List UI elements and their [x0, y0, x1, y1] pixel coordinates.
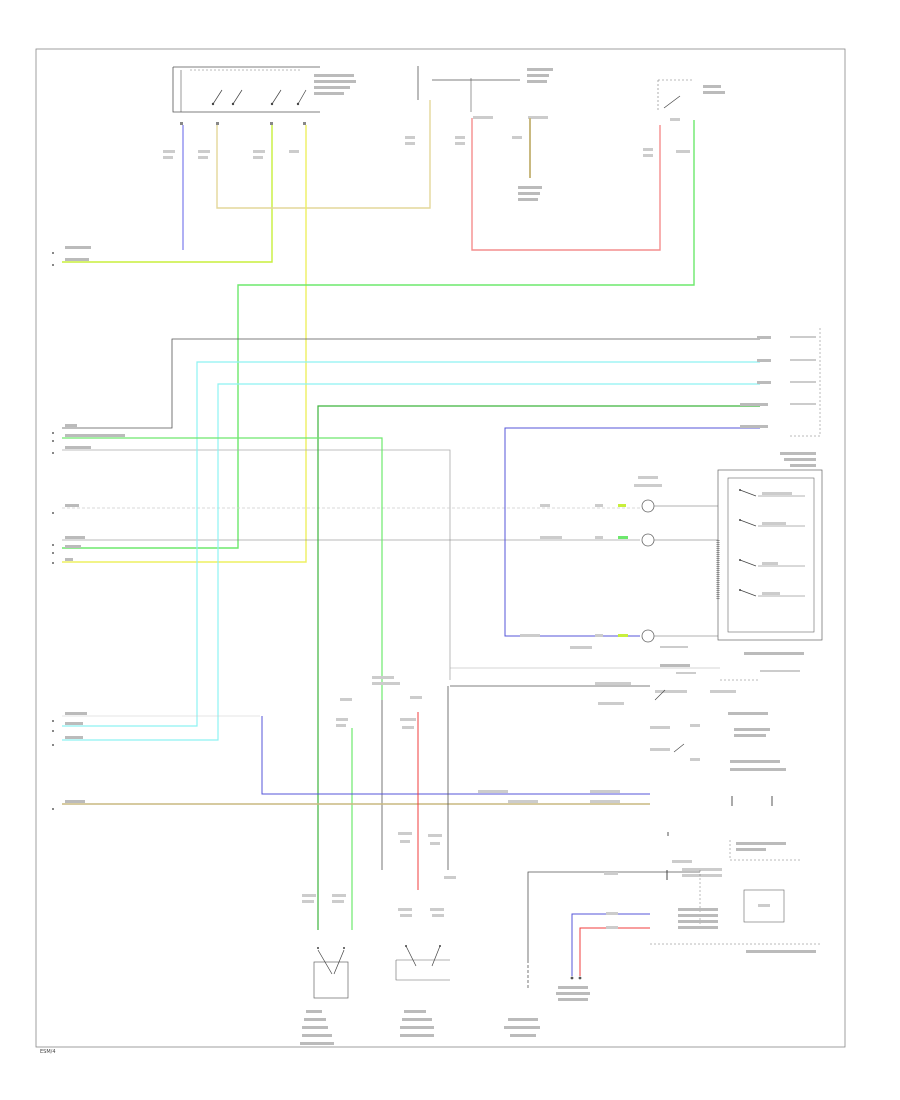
lower-right-components	[478, 664, 820, 953]
top-switch-block	[163, 66, 356, 159]
wire-tan	[216, 100, 431, 209]
wire-dark-green	[317, 405, 760, 930]
wire-cyan-1	[62, 361, 760, 727]
wire-blue-bottom	[571, 913, 650, 976]
footer-code: ESM/4	[40, 1049, 56, 1055]
left-labels	[52, 246, 125, 810]
wire-yellow-green	[62, 125, 273, 263]
wire-gray-bottom	[527, 871, 700, 960]
top-middle-sensor	[405, 66, 553, 201]
wire-cyan-2	[62, 383, 760, 741]
combination-connectors	[520, 476, 718, 649]
wire-red-bottom	[579, 927, 650, 976]
wire-yellow	[62, 125, 307, 563]
right-connector-top	[740, 328, 821, 467]
diagram-frame	[35, 48, 846, 1048]
wire-gray-1	[62, 338, 760, 429]
wire-navy-2	[261, 716, 650, 795]
bottom-tcm-components	[300, 676, 590, 1045]
wire-green-tcm	[62, 437, 383, 700]
wire-light-green-main	[62, 120, 695, 549]
wire-navy-1	[504, 427, 760, 637]
cruise-switch-assembly	[716, 469, 823, 672]
wire-pink-red	[471, 118, 661, 251]
wire-gray-2	[62, 449, 451, 680]
top-right-fuse	[643, 79, 725, 157]
